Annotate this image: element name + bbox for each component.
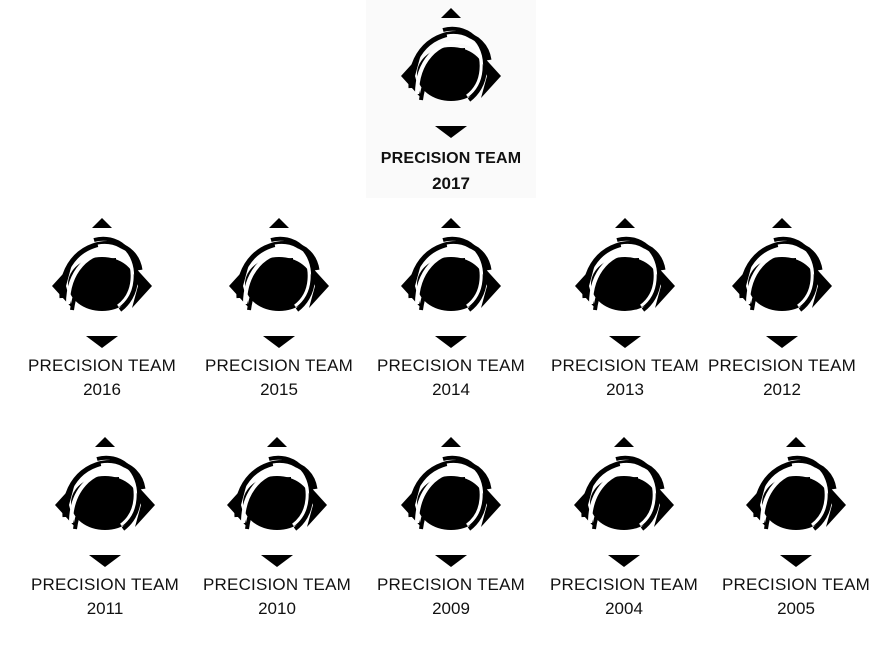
precision-team-emblem-icon bbox=[32, 214, 172, 354]
precision-team-emblem-icon bbox=[209, 214, 349, 354]
badge-year: 2005 bbox=[777, 599, 815, 618]
precision-team-emblem-icon bbox=[712, 214, 852, 354]
badge-title: PRECISION TEAM bbox=[380, 150, 522, 167]
badge-year: 2014 bbox=[432, 380, 470, 399]
badge-year: 2004 bbox=[605, 599, 643, 618]
badge-year: 2009 bbox=[432, 599, 470, 618]
precision-team-emblem-icon bbox=[381, 4, 521, 144]
badge-title: PRECISION TEAM bbox=[203, 575, 351, 594]
badge-2014: PRECISION TEAM 2014 bbox=[366, 214, 536, 400]
badge-2004: PRECISION TEAM 2004 bbox=[539, 433, 709, 619]
badge-title: PRECISION TEAM bbox=[377, 356, 525, 375]
badge-title: PRECISION TEAM bbox=[708, 356, 856, 375]
badge-title: PRECISION TEAM bbox=[551, 356, 699, 375]
badge-year: 2013 bbox=[606, 380, 644, 399]
badge-year: 2015 bbox=[260, 380, 298, 399]
featured-badge: PRECISION TEAM 2017 bbox=[366, 0, 536, 198]
badge-2012: PRECISION TEAM 2012 bbox=[697, 214, 867, 400]
badge-title: PRECISION TEAM bbox=[28, 356, 176, 375]
badge-title: PRECISION TEAM bbox=[550, 575, 698, 594]
badge-title: PRECISION TEAM bbox=[205, 356, 353, 375]
precision-team-emblem-icon bbox=[554, 433, 694, 573]
badge-title: PRECISION TEAM bbox=[31, 575, 179, 594]
precision-team-emblem-icon bbox=[726, 433, 866, 573]
badge-2013: PRECISION TEAM 2013 bbox=[540, 214, 710, 400]
badge-title: PRECISION TEAM bbox=[377, 575, 525, 594]
badge-2009: PRECISION TEAM 2009 bbox=[366, 433, 536, 619]
badge-year: 2012 bbox=[763, 380, 801, 399]
badge-year: 2010 bbox=[258, 599, 296, 618]
precision-team-emblem-icon bbox=[35, 433, 175, 573]
badge-2011: PRECISION TEAM 2011 bbox=[20, 433, 190, 619]
badge-year: 2017 bbox=[432, 174, 470, 193]
precision-team-emblem-icon bbox=[381, 433, 521, 573]
badge-2010: PRECISION TEAM 2010 bbox=[192, 433, 362, 619]
badge-year: 2016 bbox=[83, 380, 121, 399]
badge-title: PRECISION TEAM bbox=[722, 575, 870, 594]
precision-team-emblem-icon bbox=[381, 214, 521, 354]
badge-year: 2011 bbox=[86, 599, 124, 618]
badge-2016: PRECISION TEAM 2016 bbox=[17, 214, 187, 400]
badge-2005: PRECISION TEAM 2005 bbox=[711, 433, 881, 619]
precision-team-emblem-icon bbox=[555, 214, 695, 354]
precision-team-emblem-icon bbox=[207, 433, 347, 573]
badge-2015: PRECISION TEAM 2015 bbox=[194, 214, 364, 400]
